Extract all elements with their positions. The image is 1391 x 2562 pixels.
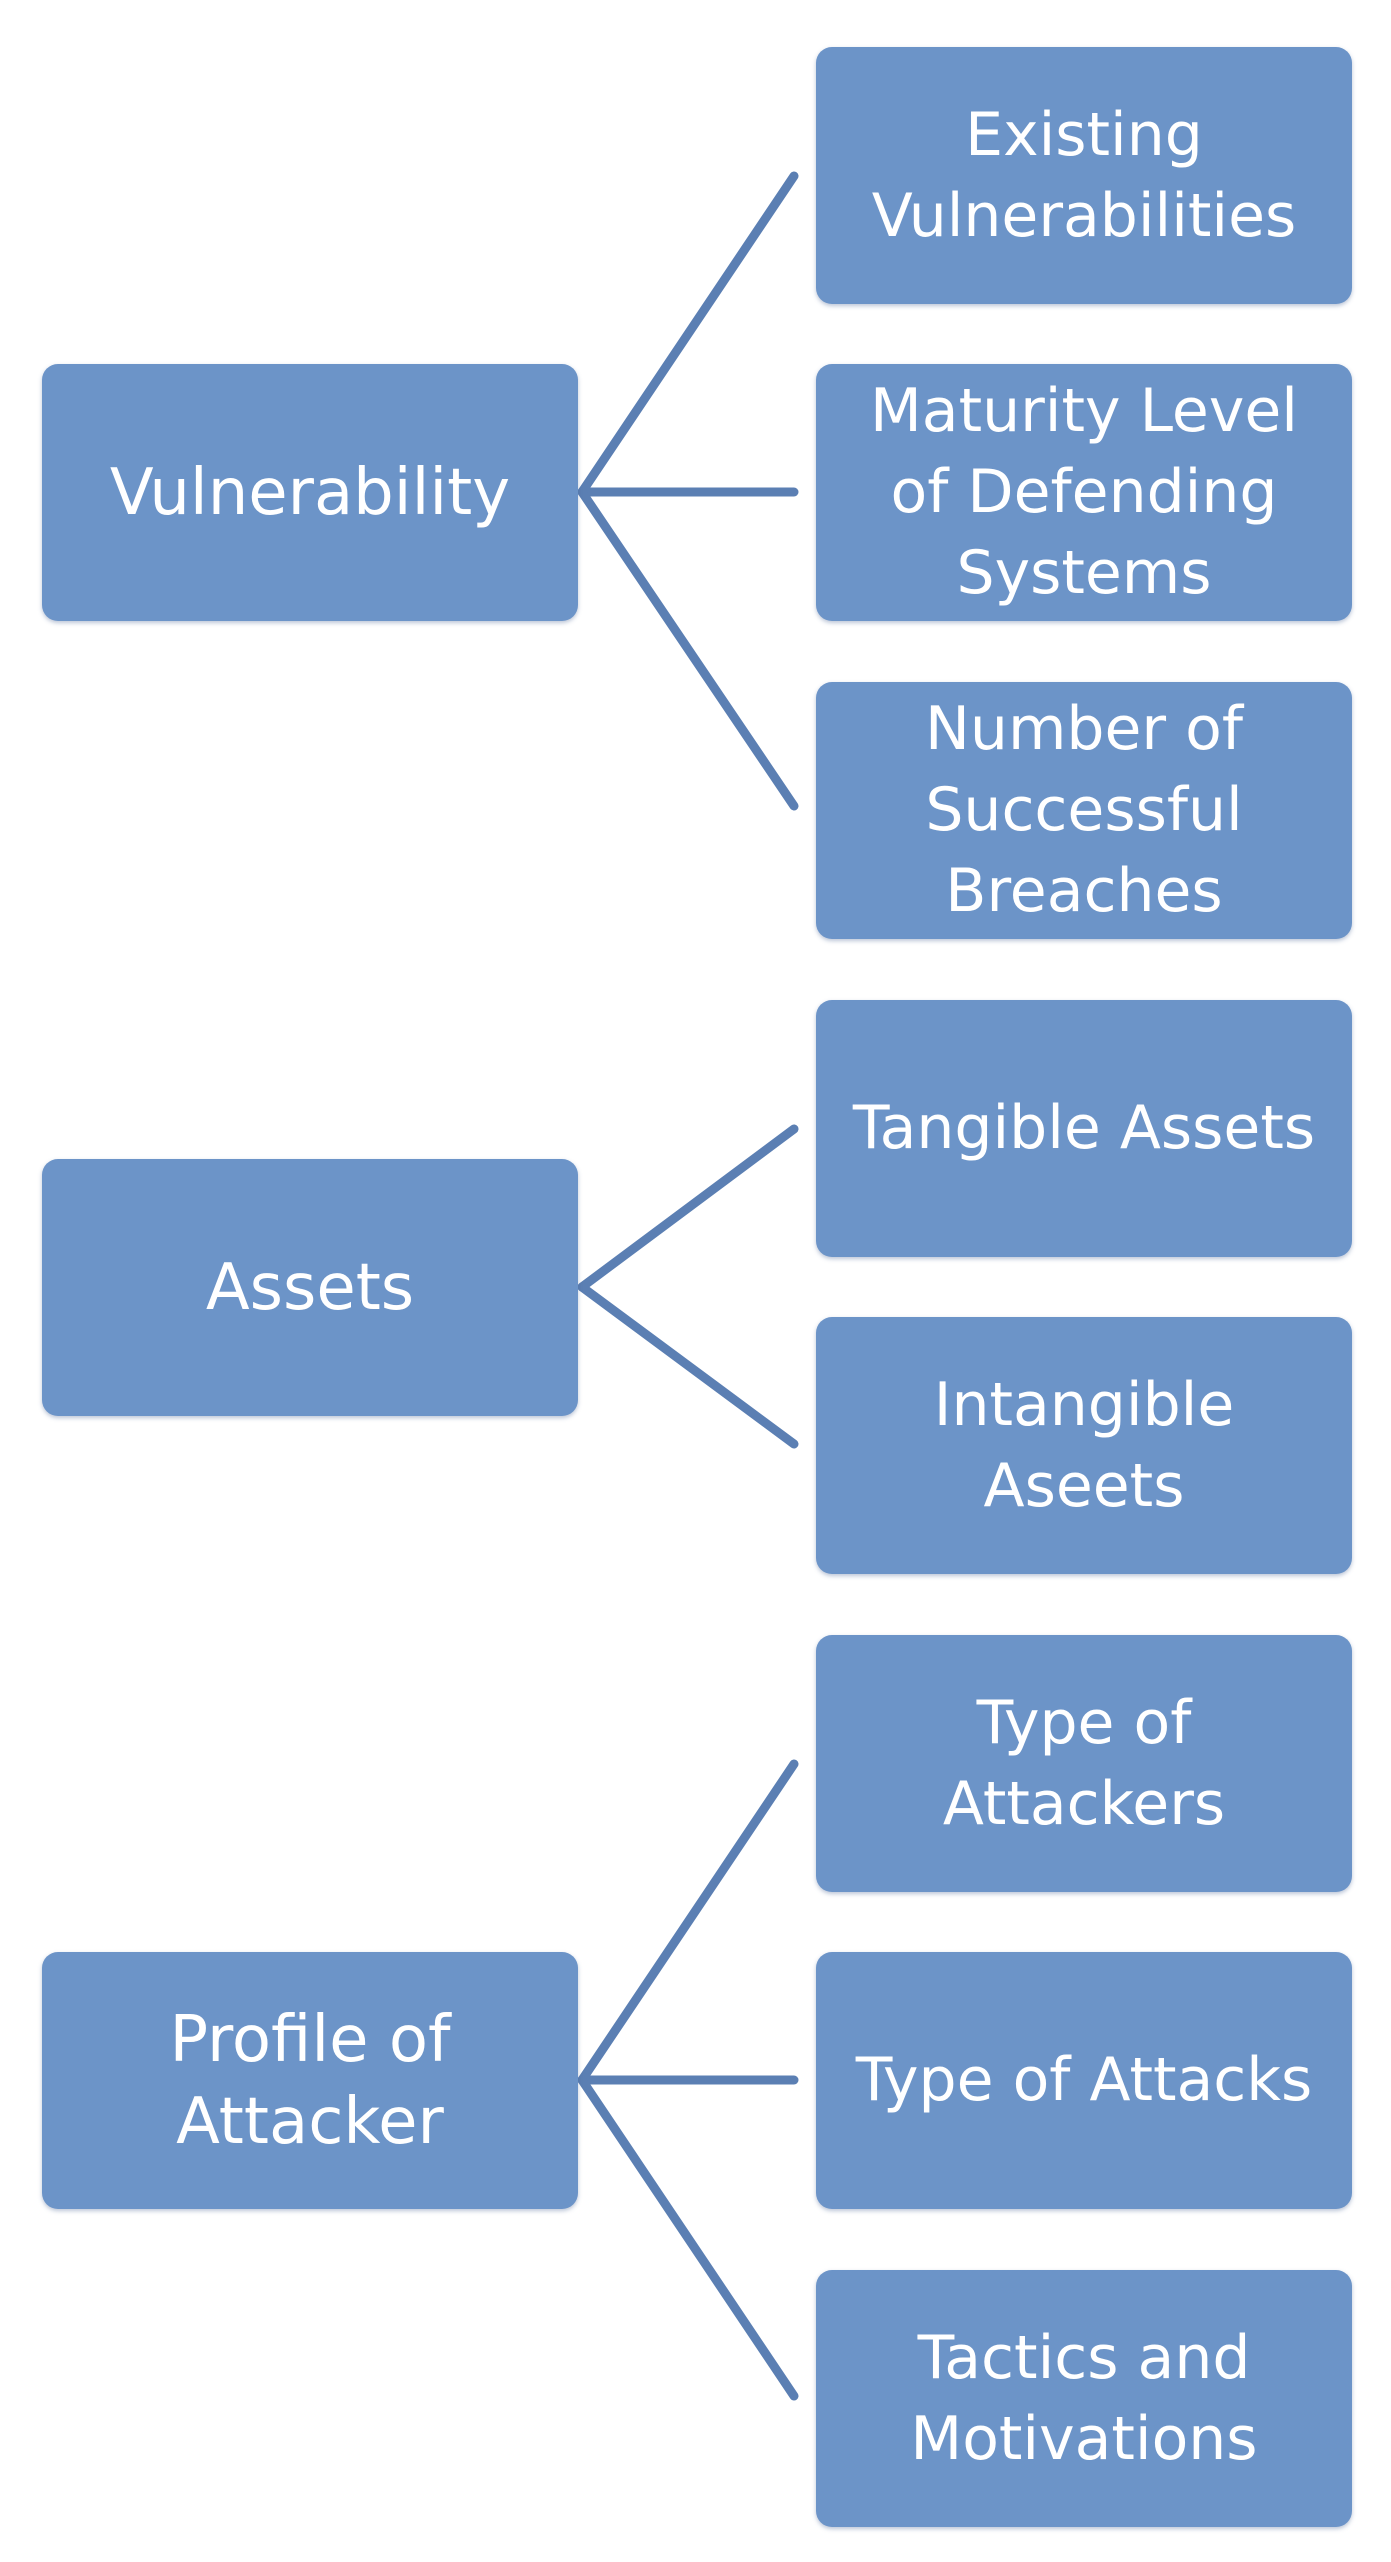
node-label: Maturity Level of Defending Systems	[870, 376, 1298, 608]
node-label: Profile of Attacker	[169, 2002, 451, 2159]
connector-profile-attackers	[577, 1759, 799, 2085]
connector-assets-intangible	[577, 1282, 799, 1449]
node-label: Assets	[205, 1250, 415, 1325]
node-label: Number of Successful Breaches	[925, 694, 1243, 926]
connector-vulnerability-existing	[577, 171, 799, 497]
node-tangible-assets: Tangible Assets	[816, 1000, 1352, 1257]
node-label: Tangible Assets	[852, 1093, 1316, 1163]
connector-vulnerability-breaches	[577, 487, 799, 811]
node-tactics-and-motivations: Tactics and Motivations	[816, 2270, 1352, 2527]
node-type-of-attackers: Type of Attackers	[816, 1635, 1352, 1892]
node-assets: Assets	[42, 1159, 578, 1416]
node-label: Intangible Aseets	[933, 1369, 1235, 1521]
node-successful-breaches: Number of Successful Breaches	[816, 682, 1352, 939]
node-profile-of-attacker: Profile of Attacker	[42, 1952, 578, 2209]
node-label: Existing Vulnerabilities	[871, 99, 1297, 251]
node-vulnerability: Vulnerability	[42, 364, 578, 621]
node-label: Tactics and Motivations	[910, 2322, 1258, 2474]
node-label: Type of Attacks	[855, 2045, 1313, 2115]
node-maturity-level: Maturity Level of Defending Systems	[816, 364, 1352, 621]
node-label: Type of Attackers	[942, 1687, 1226, 1839]
connector-assets-tangible	[577, 1124, 799, 1292]
node-label: Vulnerability	[109, 455, 511, 530]
node-existing-vulnerabilities: Existing Vulnerabilities	[816, 47, 1352, 304]
connector-profile-tactics	[577, 2075, 799, 2401]
node-intangible-assets: Intangible Aseets	[816, 1317, 1352, 1574]
node-type-of-attacks: Type of Attacks	[816, 1952, 1352, 2209]
